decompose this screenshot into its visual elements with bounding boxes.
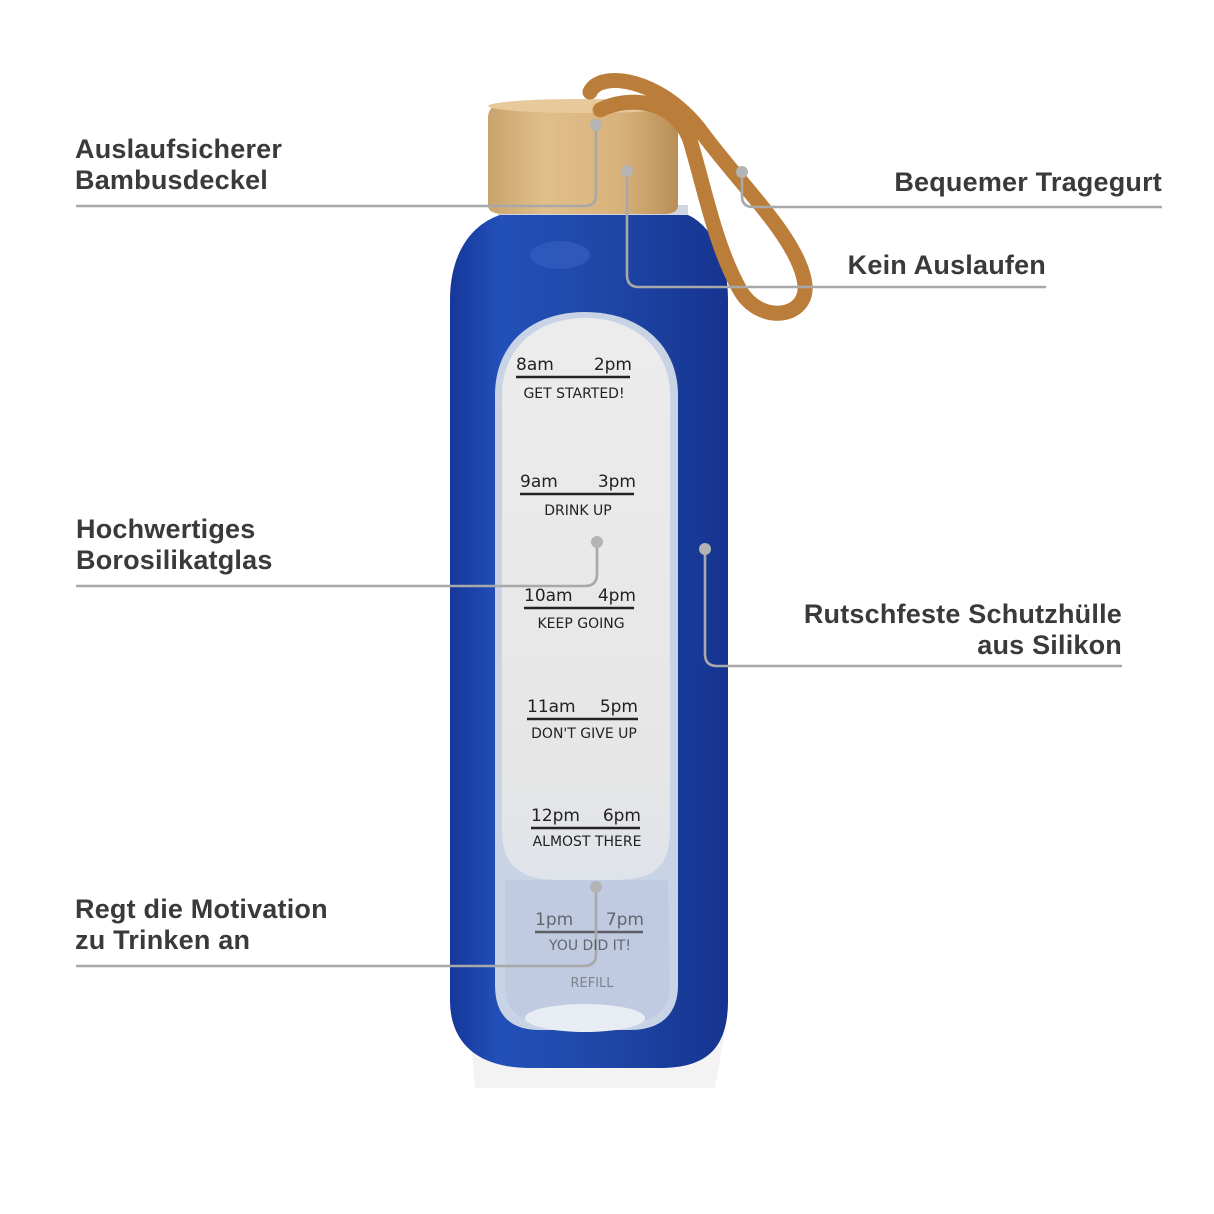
callout-sleeve: Rutschfeste Schutzhülle aus Silikon: [804, 599, 1122, 661]
marker-left-time: 9am: [520, 472, 558, 492]
callout-dots: [590, 119, 748, 893]
marker-left-time: 1pm: [535, 910, 573, 930]
marker-right-time: 4pm: [598, 586, 636, 606]
marker-right-time: 5pm: [600, 697, 638, 717]
callout-strap: Bequemer Tragegurt: [894, 167, 1162, 198]
callout-motivation-line1: Regt die Motivation: [75, 894, 328, 924]
callout-lines: [76, 125, 1162, 968]
callout-glass-line1: Hochwertiges: [76, 514, 256, 544]
callout-motivation-line2: zu Trinken an: [75, 925, 251, 955]
callout-no-leak-line1: Kein Auslaufen: [847, 250, 1046, 280]
callout-motivation: Regt die Motivation zu Trinken an: [75, 894, 328, 956]
marker-left-time: 8am: [516, 355, 554, 375]
marker-right-time: 7pm: [606, 910, 644, 930]
marker-caption: ALMOST THERE: [533, 834, 642, 850]
callout-no-leak: Kein Auslaufen: [848, 250, 1046, 281]
callout-glass-line2: Borosilikatglas: [76, 545, 273, 575]
marker-caption: YOU DID IT!: [548, 938, 631, 954]
marker-caption: DRINK UP: [544, 503, 611, 519]
time-marker-lines: [516, 375, 643, 934]
marker-right-time: 6pm: [603, 806, 641, 826]
marker-right-time: 3pm: [598, 472, 636, 492]
marker-caption: GET STARTED!: [523, 386, 624, 402]
callout-glass: Hochwertiges Borosilikatglas: [76, 514, 273, 576]
bamboo-lid: [488, 103, 678, 214]
marker-caption: KEEP GOING: [537, 616, 624, 632]
refill-label: REFILL: [570, 976, 614, 991]
marker-right-time: 2pm: [594, 355, 632, 375]
marker-left-time: 11am: [527, 697, 576, 717]
marker-left-time: 12pm: [531, 806, 580, 826]
callout-lid: Auslaufsicherer Bambusdeckel: [75, 134, 282, 196]
callout-sleeve-line1: Rutschfeste Schutzhülle: [803, 599, 1122, 629]
callout-lid-line2: Bambusdeckel: [75, 165, 268, 195]
marker-left-time: 10am: [524, 586, 573, 606]
callout-sleeve-line2: aus Silikon: [977, 630, 1122, 660]
callout-strap-line1: Bequemer Tragegurt: [894, 167, 1162, 197]
carrying-strap: [582, 73, 813, 321]
callout-lid-line1: Auslaufsicherer: [75, 134, 283, 164]
marker-caption: DON'T GIVE UP: [531, 726, 637, 742]
printed-panel: [502, 318, 670, 880]
